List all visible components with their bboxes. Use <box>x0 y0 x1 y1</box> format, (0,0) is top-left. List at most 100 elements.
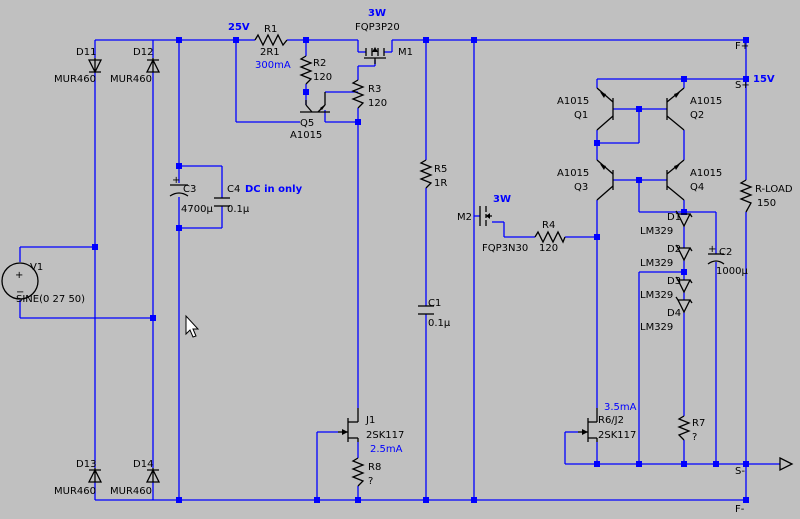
label-r1-val: 2R1 <box>260 47 280 58</box>
transistor-q1 <box>596 87 614 131</box>
label-300ma: 300mA <box>255 60 291 71</box>
label-d14: D14 <box>133 459 153 470</box>
source-v1: + − <box>1 262 39 300</box>
label-j1-val: 2SK117 <box>366 430 404 441</box>
svg-text:+: + <box>708 244 716 255</box>
label-3-5ma: 3.5mA <box>604 402 637 413</box>
label-v1-val: SINE(0 27 50) <box>16 294 85 305</box>
label-d3: D3 <box>667 276 681 287</box>
label-r3-val: 120 <box>368 98 387 109</box>
diode-d11 <box>87 58 103 74</box>
svg-text:−: − <box>16 287 24 298</box>
label-m1: M1 <box>398 47 413 58</box>
svg-text:+: + <box>15 270 23 281</box>
label-d11: D11 <box>76 47 96 58</box>
label-r4-val: 120 <box>539 243 558 254</box>
transistor-q5 <box>300 92 330 113</box>
label-d3-val: LM329 <box>640 290 673 301</box>
label-d4: D4 <box>667 308 681 319</box>
label-q1-val: A1015 <box>557 96 589 107</box>
label-c2: C2 <box>719 247 732 258</box>
mouse-cursor-icon <box>185 314 200 338</box>
capacitor-c2: + <box>707 244 725 265</box>
resistor-r7 <box>677 415 691 441</box>
resistor-r8 <box>351 457 365 487</box>
transistor-q2 <box>666 87 685 131</box>
labels: D11 MUR460 D12 MUR460 D13 MUR460 D14 MUR… <box>16 8 793 515</box>
label-q4: Q4 <box>690 182 704 193</box>
label-r7-val: ? <box>692 432 697 443</box>
capacitor-c4 <box>214 197 230 207</box>
resistor-r4 <box>534 230 566 244</box>
zener-d2 <box>675 244 693 262</box>
label-f-minus: F- <box>735 504 745 515</box>
capacitor-c3: + <box>169 175 189 197</box>
label-q5: Q5 <box>300 118 314 129</box>
label-r4: R4 <box>542 220 555 231</box>
label-c3: C3 <box>183 184 196 195</box>
diode-d12 <box>145 58 161 73</box>
transistor-q3 <box>596 159 614 201</box>
label-d14-val: MUR460 <box>110 486 152 497</box>
label-c1: C1 <box>428 298 441 309</box>
label-v1: V1 <box>30 262 43 273</box>
label-c4-val: 0.1µ <box>227 204 250 215</box>
label-q3-val: A1015 <box>557 168 589 179</box>
label-s-plus: S+ <box>735 80 750 91</box>
label-rload-val: 150 <box>757 198 776 209</box>
jfet-j2 <box>578 408 598 442</box>
label-r8-val: ? <box>368 476 373 487</box>
diode-d13 <box>87 468 103 483</box>
label-d4-val: LM329 <box>640 322 673 333</box>
label-r1: R1 <box>264 24 277 35</box>
label-15v: 15V <box>753 74 775 85</box>
label-dc-note: DC in only <box>245 184 303 195</box>
label-r2: R2 <box>313 58 326 69</box>
svg-text:+: + <box>172 175 180 186</box>
label-q4-val: A1015 <box>690 168 722 179</box>
resistor-r5 <box>419 159 433 189</box>
label-m1-power: 3W <box>368 8 386 19</box>
label-q3: Q3 <box>574 182 588 193</box>
resistor-r2 <box>299 55 313 85</box>
junctions <box>92 37 749 503</box>
label-r8: R8 <box>368 462 381 473</box>
capacitor-c1 <box>418 305 434 315</box>
resistor-r3 <box>351 79 365 109</box>
label-d13: D13 <box>76 459 96 470</box>
label-c1-val: 0.1µ <box>428 318 451 329</box>
diode-d14 <box>145 468 161 483</box>
label-r6j2: R6/J2 <box>598 415 624 426</box>
label-d12-val: MUR460 <box>110 74 152 85</box>
label-m2-power: 3W <box>493 194 511 205</box>
label-rload: R-LOAD <box>755 184 793 195</box>
mosfet-m1 <box>364 47 386 64</box>
label-m2: M2 <box>457 212 472 223</box>
label-r5: R5 <box>434 164 447 175</box>
wires <box>19 39 780 501</box>
label-d1-val: LM329 <box>640 226 673 237</box>
label-j1: J1 <box>365 415 375 426</box>
label-r7: R7 <box>692 418 705 429</box>
label-r6j2-val: 2SK117 <box>598 430 636 441</box>
label-25v: 25V <box>228 22 250 33</box>
label-m2-val: FQP3N30 <box>482 243 528 254</box>
label-c4: C4 <box>227 184 240 195</box>
transistor-q4 <box>666 159 685 201</box>
label-2-5ma: 2.5mA <box>370 444 403 455</box>
label-d12: D12 <box>133 47 153 58</box>
resistor-r1 <box>254 33 288 47</box>
label-c3-val: 4700µ <box>181 204 213 215</box>
jfet-j1 <box>338 408 359 442</box>
zener-d3 <box>675 276 693 294</box>
label-f-plus: F+ <box>735 41 749 52</box>
label-s-minus: S- <box>735 466 745 477</box>
label-r2-val: 120 <box>313 72 332 83</box>
label-d2-val: LM329 <box>640 258 673 269</box>
resistor-rload <box>739 179 753 213</box>
zener-d4 <box>675 296 693 314</box>
label-d2: D2 <box>667 244 681 255</box>
label-c2-val: 1000µ <box>716 266 748 277</box>
label-r5-val: 1R <box>434 178 447 189</box>
